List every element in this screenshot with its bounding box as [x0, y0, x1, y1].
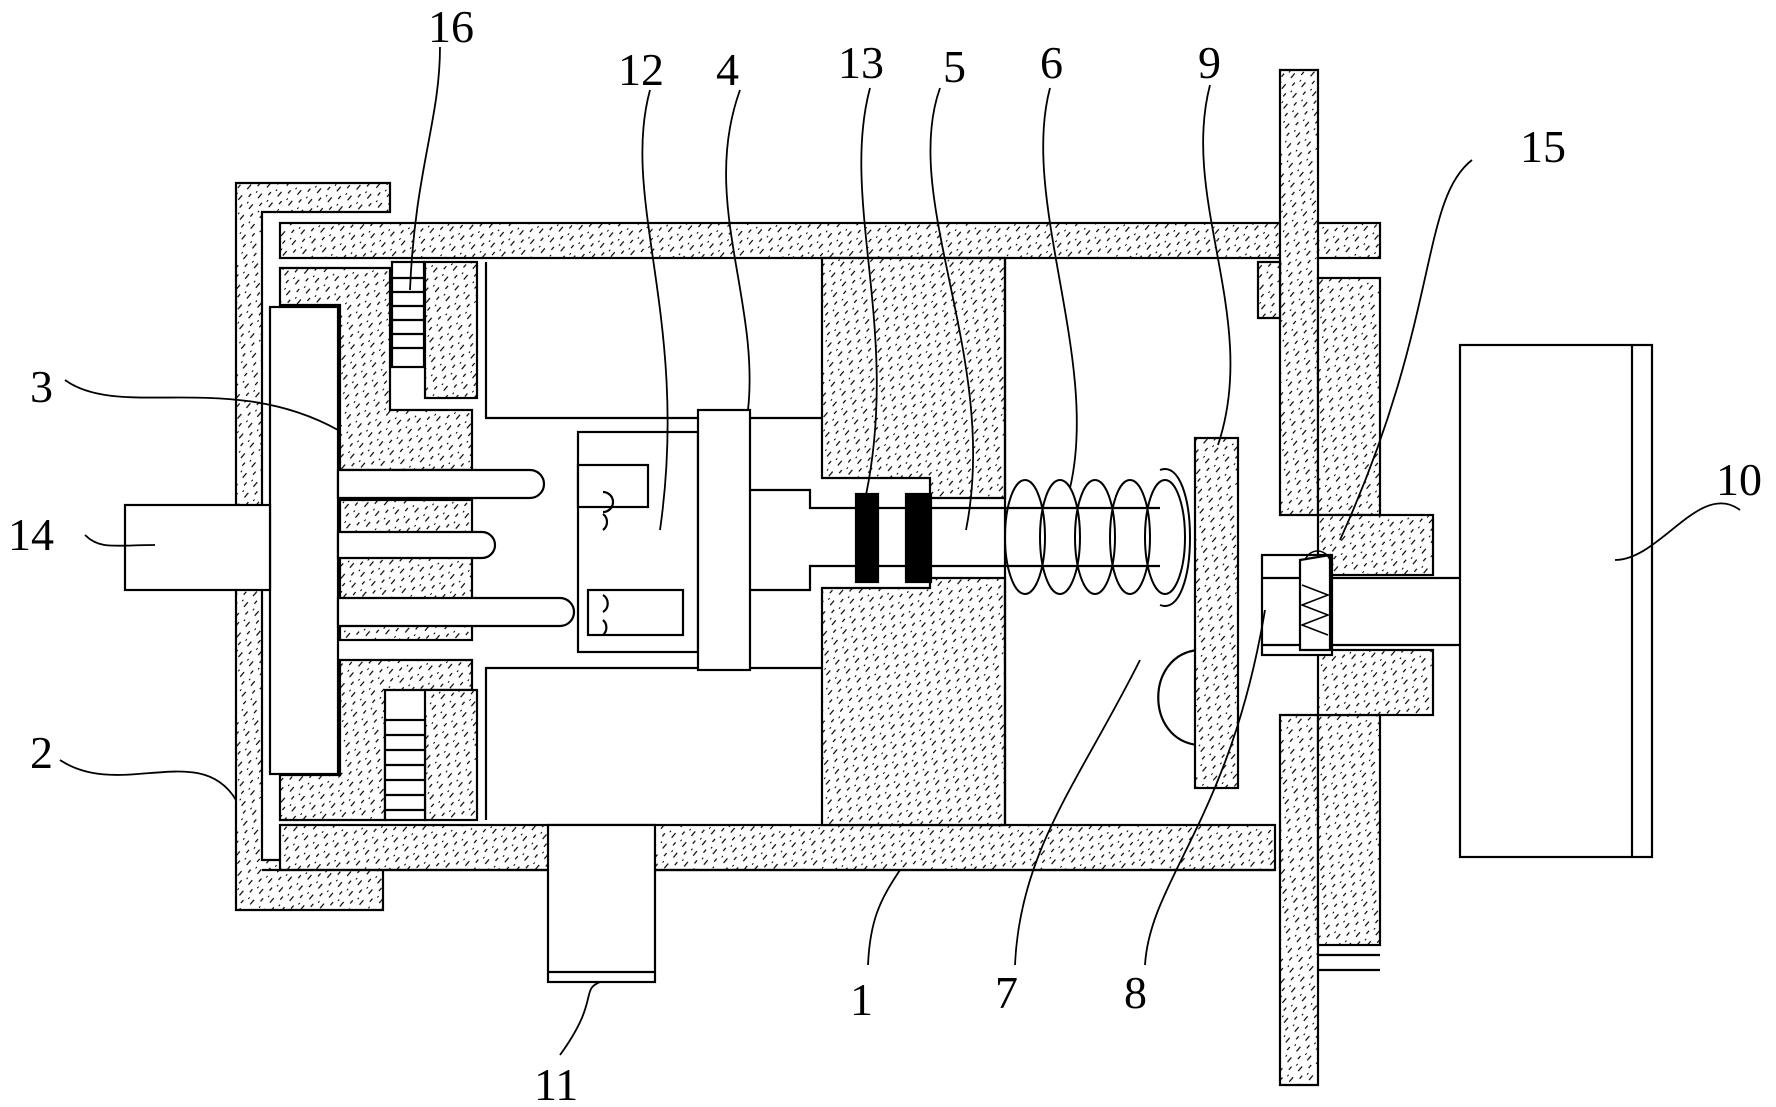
- label-4: 4: [716, 44, 739, 95]
- shaft-outline: [750, 488, 1160, 510]
- label-3: 3: [30, 361, 53, 412]
- inner-body-lower-right: [423, 688, 479, 822]
- label-2: 2: [30, 727, 53, 778]
- flange-inner-upper: [1316, 276, 1382, 517]
- mounting-flange-upper: [1278, 68, 1320, 517]
- leader-lines: [59, 46, 1741, 1056]
- label-7: 7: [995, 967, 1018, 1018]
- flange-step: [1256, 260, 1282, 320]
- label-11: 11: [534, 1059, 578, 1107]
- carrier-block: [696, 408, 752, 672]
- label-5: 5: [943, 41, 966, 92]
- sealing-ring-1: [854, 492, 880, 584]
- callout-labels: 16 12 4 13 5 6 9 15 10 3 14 2 1 7 8 11: [8, 1, 1762, 1107]
- small-spring: [1298, 550, 1332, 652]
- housing-bottom-wall: [278, 823, 1277, 872]
- spring-block-top: [390, 260, 426, 369]
- external-block: [1458, 343, 1654, 859]
- nut-block-upper: [1316, 513, 1435, 577]
- chamber-line-bottom: [484, 666, 822, 820]
- label-6: 6: [1040, 37, 1063, 88]
- label-16: 16: [428, 1, 474, 52]
- sealing-ring-2: [904, 492, 933, 584]
- shaft-outline-lower: [750, 564, 1160, 592]
- sliding-plate: [268, 305, 340, 776]
- prong-top: [336, 468, 546, 500]
- socket-contacts: [576, 430, 700, 654]
- push-plate: [1193, 436, 1240, 790]
- end-cap: [234, 181, 392, 912]
- flange-inner-lower: [1316, 713, 1382, 947]
- label-9: 9: [1198, 37, 1221, 88]
- seal-bulge: [1157, 648, 1199, 747]
- label-10: 10: [1716, 454, 1762, 505]
- label-15: 15: [1520, 121, 1566, 172]
- label-1: 1: [850, 974, 873, 1025]
- inner-body-upper-right: [423, 260, 479, 400]
- prong-bottom: [336, 596, 576, 628]
- core-block-upper: [820, 256, 1007, 500]
- core-block-lower: [820, 576, 1007, 827]
- label-8: 8: [1124, 967, 1147, 1018]
- label-12: 12: [618, 44, 664, 95]
- compression-spring: [1004, 468, 1191, 607]
- label-13: 13: [838, 37, 884, 88]
- nut-block-lower: [1316, 648, 1435, 717]
- spring-block-bottom: [383, 718, 427, 822]
- plunger-rod: [123, 503, 272, 592]
- chamber-line-top: [484, 262, 822, 420]
- prong-middle: [336, 530, 497, 560]
- bottom-tube: [546, 823, 657, 984]
- housing-top-wall: [278, 221, 1382, 260]
- label-14: 14: [8, 509, 54, 560]
- mounting-flange-lower: [1278, 713, 1320, 1087]
